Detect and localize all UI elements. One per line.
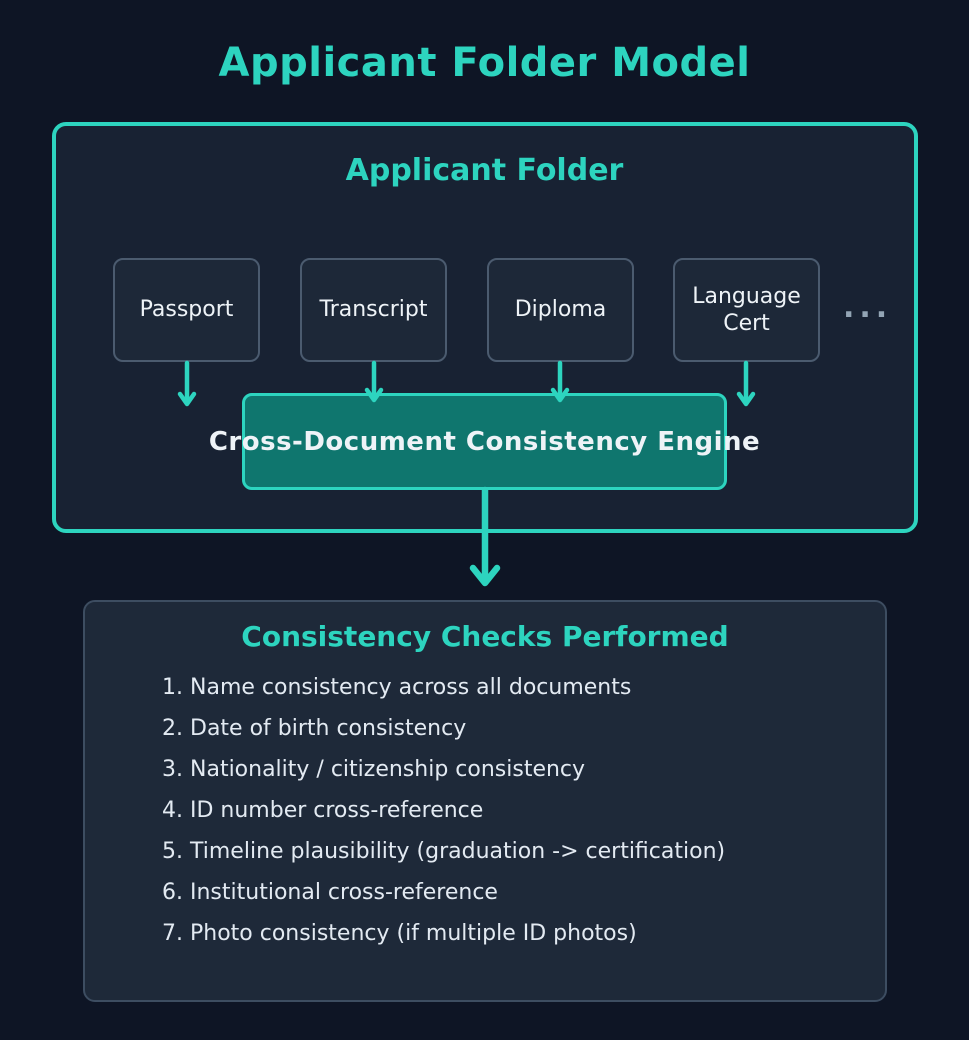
doc-node-passport-label: Passport (139, 297, 234, 323)
check-item-7: Photo consistency (if multiple ID photos… (190, 913, 854, 954)
page-title: Applicant Folder Model (218, 40, 751, 86)
check-item-2: Date of birth consistency (190, 708, 854, 749)
checks-panel-title: Consistency Checks Performed (241, 620, 729, 653)
doc-node-diploma-label: Diploma (514, 297, 607, 323)
doc-node-transcript-label: Transcript (319, 297, 428, 323)
doc-node-diploma: Diploma (487, 258, 634, 362)
consistency-engine-label: Cross-Document Consistency Engine (208, 426, 761, 457)
applicant-folder-title: Applicant Folder (345, 153, 624, 188)
doc-node-language-cert: Language Cert (673, 258, 820, 362)
check-item-6: Institutional cross-reference (190, 872, 854, 913)
more-documents-ellipsis-icon: ... (843, 290, 893, 325)
doc-node-passport: Passport (113, 258, 260, 362)
checks-list: Name consistency across all documents Da… (154, 667, 854, 954)
check-item-3: Nationality / citizenship consistency (190, 749, 854, 790)
check-item-1: Name consistency across all documents (190, 667, 854, 708)
checks-panel (83, 600, 887, 1002)
consistency-engine-node: Cross-Document Consistency Engine (209, 393, 760, 490)
check-item-5: Timeline plausibility (graduation -> cer… (190, 831, 854, 872)
doc-node-language-cert-label: Language Cert (692, 283, 801, 337)
check-item-4: ID number cross-reference (190, 790, 854, 831)
doc-node-transcript: Transcript (300, 258, 447, 362)
